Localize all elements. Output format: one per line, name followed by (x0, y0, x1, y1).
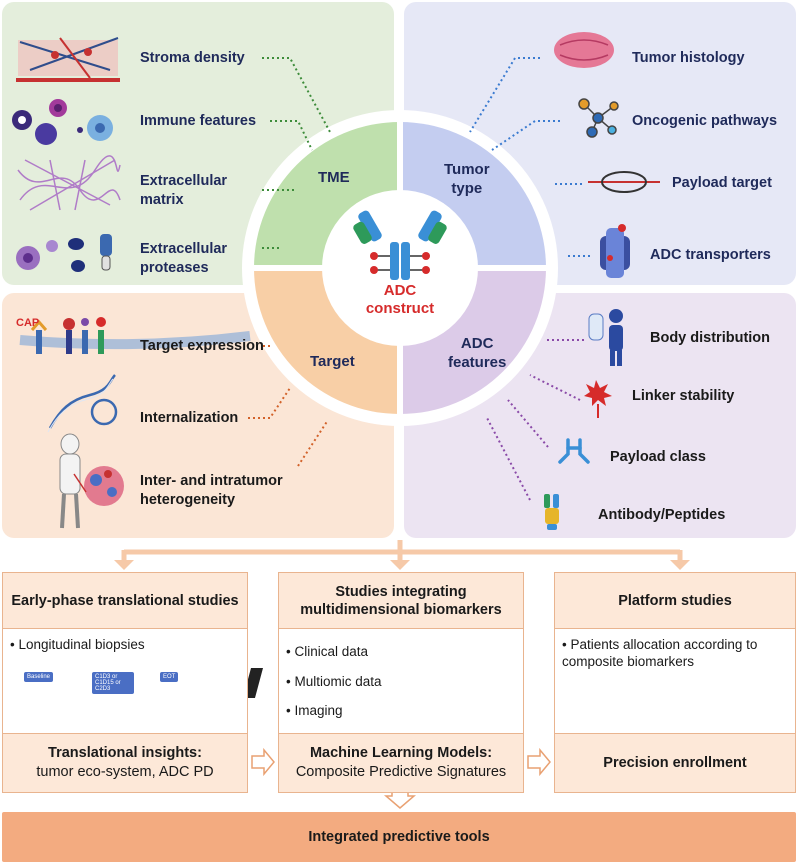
adc-item-linker-stability: Linker stability (632, 388, 735, 404)
target-item-heterogeneity: Inter- and intratumor heterogeneity (140, 473, 283, 508)
adc-construct-line2: construct (365, 300, 435, 317)
tme-item-extracellular-proteases: Extracellular proteases (140, 241, 228, 276)
multidimensional-study-title: Studies integrating multidimensional bio… (279, 573, 523, 629)
multidimensional-footer-title: Machine Learning Models: (309, 745, 493, 761)
extracellular-matrix-icon (17, 155, 121, 211)
platform-footer-title: Precision enrollment (603, 754, 747, 771)
early-phase-bullet-text: Longitudinal biopsies (18, 637, 145, 652)
footer-arrows (251, 747, 551, 809)
early-phase-study-box: Early-phase translational studies (2, 572, 248, 734)
adc-item-antibody-peptides: Antibody/Peptides (598, 507, 726, 523)
immune-cells-icon (12, 99, 113, 145)
multidimensional-footer: Machine Learning Models: Composite Predi… (278, 733, 524, 793)
target-item-expression: Target expression (140, 338, 264, 354)
tumor-type-label-line2: type (451, 180, 483, 197)
flow-arrows (114, 540, 690, 570)
tme-item-extracellular-matrix: Extracellular matrix (140, 173, 228, 208)
linker-stability-icon (584, 380, 612, 418)
imaging-bullet: • Imaging (286, 703, 343, 718)
early-phase-footer-text: tumor eco-system, ADC PD (36, 764, 214, 780)
tumor-item-histology: Tumor histology (632, 50, 745, 66)
adc-construct-line1: ADC (383, 282, 417, 299)
adc-transporters-icon (600, 224, 630, 278)
internalization-icon (47, 374, 118, 433)
tumor-histology-icon (554, 32, 614, 68)
early-phase-footer-title: Translational insights: (48, 745, 202, 761)
tumor-type-label-line1: Tumor (444, 161, 490, 178)
adc-features-label: ADC features (448, 334, 506, 372)
body-distribution-icon (588, 309, 623, 366)
integrated-predictive-tools-bar: Integrated predictive tools (2, 812, 796, 862)
imaging-text: Imaging (294, 703, 343, 718)
tme-item-stroma-density: Stroma density (140, 50, 245, 66)
multiomic-data-bullet: • Multiomic data (286, 674, 382, 689)
platform-bullet-text: Patients allocation according to composi… (562, 637, 758, 669)
tumor-item-payload-target: Payload target (672, 175, 772, 191)
stroma-icon (16, 37, 120, 82)
clinical-data-bullet: • Clinical data (286, 644, 369, 659)
platform-bullet: • Patients allocation according to compo… (562, 637, 758, 669)
multiomic-data-text: Multiomic data (294, 674, 382, 689)
target-expression-icon (19, 317, 251, 354)
tme-item-immune-features: Immune features (140, 113, 257, 129)
target-label: Target (310, 353, 355, 370)
cap-label: CAP (16, 317, 40, 329)
adc-item-body-distribution: Body distribution (650, 330, 771, 346)
platform-footer: Precision enrollment (554, 733, 796, 793)
payload-class-icon (558, 438, 590, 464)
tumor-type-label: Tumor type (444, 160, 490, 198)
oncogenic-pathways-icon (578, 98, 619, 138)
multidimensional-study-box: Studies integrating multidimensional bio… (278, 572, 524, 734)
payload-target-icon (588, 171, 660, 193)
adc-item-payload-class: Payload class (610, 449, 706, 465)
timeline-label-eot: EOT (160, 672, 179, 682)
adc-features-label-line1: ADC (460, 335, 494, 352)
heterogeneity-icon (59, 433, 124, 529)
early-phase-study-title: Early-phase translational studies (3, 573, 247, 629)
timeline-label-baseline: Baseline (24, 672, 54, 682)
antibody-peptides-icon (544, 494, 559, 530)
center-circle (322, 190, 478, 346)
multidimensional-footer-text: Composite Predictive Signatures (295, 764, 507, 780)
timeline-label-cycle: C1D3 or C1D15 or C2D3 (92, 672, 134, 694)
adc-antibody-icon (353, 210, 447, 280)
early-phase-footer: Translational insights: tumor eco-system… (2, 733, 248, 793)
platform-study-title: Platform studies (555, 573, 795, 629)
adc-features-label-line2: features (448, 354, 507, 371)
proteases-icon (16, 234, 112, 272)
platform-study-box: Platform studies (554, 572, 796, 734)
clinical-data-text: Clinical data (294, 644, 369, 659)
tumor-item-adc-transporters: ADC transporters (650, 247, 771, 263)
target-item-internalization: Internalization (140, 410, 239, 426)
tme-label: TME (318, 169, 350, 186)
adc-construct-label: ADC construct (360, 282, 440, 318)
tumor-item-oncogenic-pathways: Oncogenic pathways (632, 113, 778, 129)
early-phase-bullet: • Longitudinal biopsies (10, 637, 145, 652)
